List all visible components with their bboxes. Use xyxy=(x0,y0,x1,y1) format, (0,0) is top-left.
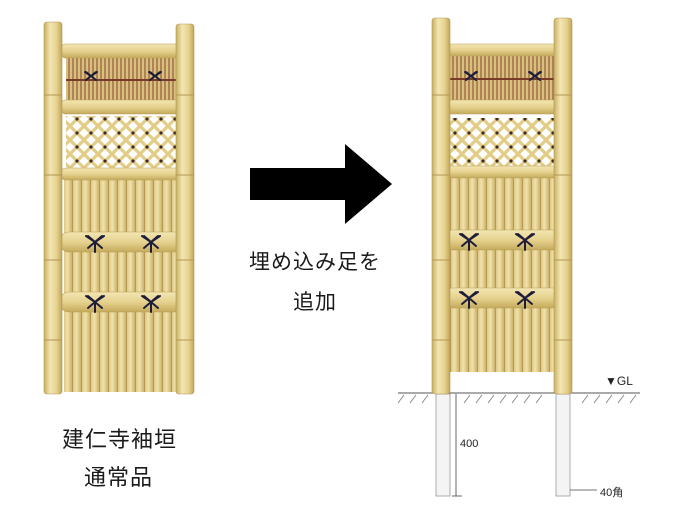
left-fence-slat-panel xyxy=(64,172,180,392)
right-fence-top-rail xyxy=(443,43,563,57)
arrow-caption-line2: 追加 xyxy=(293,290,337,314)
left-fence-tie-rail-1 xyxy=(59,231,185,253)
left-caption-variant: 通常品 xyxy=(84,466,154,491)
left-fence-rope-ties xyxy=(84,71,162,313)
embed-depth-label: 400 xyxy=(460,438,479,450)
left-fence-tie-rail-2 xyxy=(59,291,185,313)
ground-level-label: ▼GL xyxy=(605,374,633,388)
embed-leg-right xyxy=(555,393,571,497)
left-caption-product-name: 建仁寺袖垣 xyxy=(62,428,178,453)
extended-fence-illustration xyxy=(397,17,640,497)
embed-leg-left xyxy=(435,393,451,497)
right-fence-lattice-rail xyxy=(443,165,563,179)
right-fence-lattice xyxy=(450,118,556,168)
right-fence-mid-rail xyxy=(443,99,563,115)
left-fence-post-left xyxy=(43,21,63,395)
right-arrow-icon xyxy=(250,144,392,224)
ground-hatching xyxy=(397,394,637,404)
right-fence-rope-ties xyxy=(459,71,542,309)
left-fence-lattice-rail xyxy=(59,167,185,181)
right-fence-post-right xyxy=(553,17,573,395)
left-fence-top-rail xyxy=(59,43,185,59)
standard-fence-illustration xyxy=(43,21,195,395)
arrow-caption-line1: 埋め込み足を xyxy=(249,250,381,274)
right-fence-tie-rail-1 xyxy=(443,229,563,251)
left-fence-post-right xyxy=(175,23,195,395)
right-fence-slat-panel xyxy=(450,176,556,372)
left-fence-lattice xyxy=(66,116,178,170)
right-fence-post-left xyxy=(431,17,451,395)
right-fence-tie-rail-2 xyxy=(443,287,563,309)
left-fence-mid-rail xyxy=(59,99,185,115)
embed-depth-dimension xyxy=(452,394,462,497)
post-size-label: 40角 xyxy=(600,487,624,499)
